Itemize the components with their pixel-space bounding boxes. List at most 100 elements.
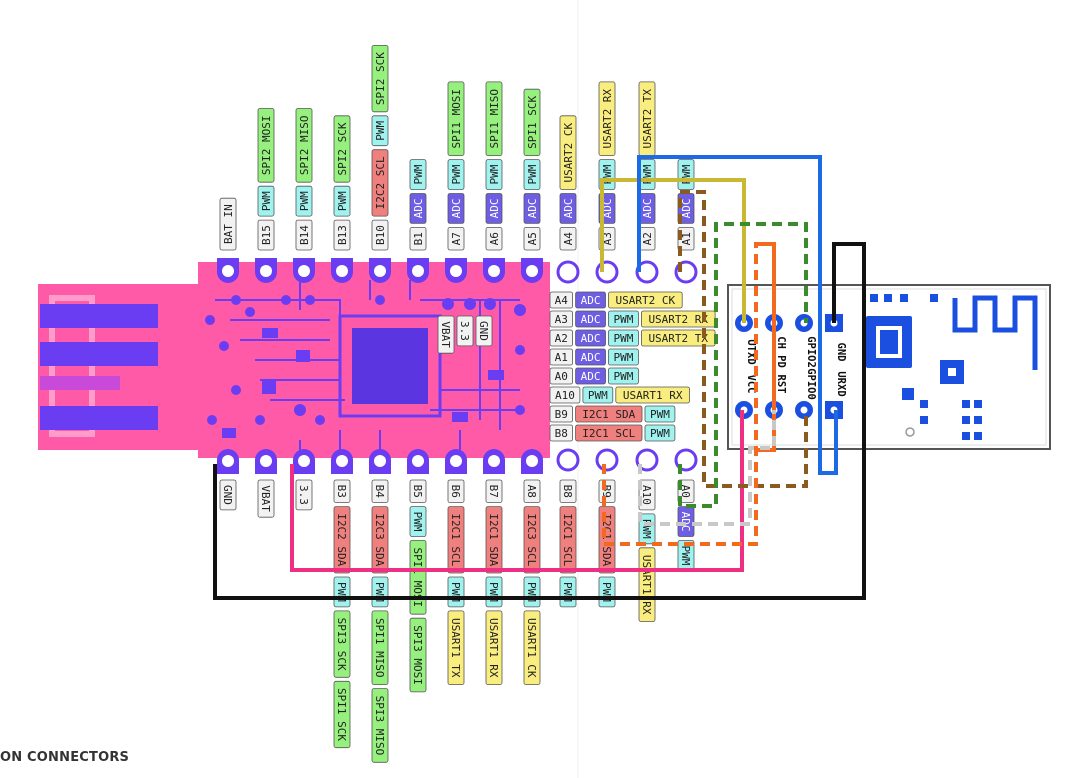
usb-connector [38,284,198,450]
svg-text:B15: B15 [260,225,273,245]
esp-label-gpio0: GPIO0 [805,368,817,400]
svg-text:SPI3 MOSI: SPI3 MOSI [411,625,424,685]
pad-top-b1 [407,258,429,283]
svg-text:USART1 RX: USART1 RX [623,389,683,402]
pad-top-b10 [369,258,391,283]
svg-text:ADC: ADC [450,199,463,219]
svg-text:SPI1 MOSI: SPI1 MOSI [411,548,424,608]
svg-text:A1: A1 [680,232,693,245]
side-pin-name-b9: B9 [549,405,574,423]
pin-tag-b7-usart1-rx: USART1 RX [485,610,503,686]
svg-text:B4: B4 [373,485,386,499]
pin-tag-b7-pwm: PWM [485,576,503,608]
svg-text:ADC: ADC [581,332,601,345]
wire-green-a0-gpio2 [678,222,808,508]
svg-text:USART2 RX: USART2 RX [648,313,708,326]
svg-text:B8: B8 [555,427,568,440]
wire-black-gnd [213,242,866,600]
svg-text:ADC: ADC [601,199,614,219]
svg-text:USART1 TX: USART1 TX [449,618,462,678]
pin-tag-b8-pwm: PWM [559,576,577,608]
svg-text:ADC: ADC [526,199,539,219]
svg-text:PWM: PWM [650,408,670,421]
pin-tag-b4-pwm: PWM [371,576,389,608]
pin-name-top-b13: B13 [333,219,351,251]
pin-tag-b3-spi1-sck: SPI1 SCK [333,680,351,749]
pin-name-bottom-a8: A8 [523,479,541,504]
pin-tag-b7-i2c1-sda: I2C1 SDA [485,506,503,574]
svg-text:USART2 RX: USART2 RX [601,89,614,149]
pin-tag-a4-usart2-ck: USART2 CK [559,115,577,190]
side-pin-tag-b8-i2c1-scl: I2C1 SCL [575,424,643,442]
pin-name-bottom-b7: B7 [485,479,503,504]
svg-text:ADC: ADC [581,294,601,307]
svg-text:A3: A3 [601,232,614,245]
esp-label-ch-pd: CH PD [775,336,787,368]
pin-name-bottom-a10: A10 [638,479,656,511]
svg-text:PWM: PWM [526,164,539,184]
pin-tag-b6-i2c1-scl: I2C1 SCL [447,506,465,574]
pin-tag-a5-adc: ADC [523,193,541,224]
page-caption: ON CONNECTORS [0,750,130,765]
esp-label-urxd: URXD [835,371,847,396]
svg-text:SPI3 SCK: SPI3 SCK [335,618,348,671]
svg-text:A0: A0 [679,485,692,498]
wire-brown-a1-gpio0 [678,190,808,488]
chip-label-gnd: GND [475,315,493,347]
side-pin-tag-a3-adc: ADC [575,310,606,328]
svg-text:PWM: PWM [374,120,387,140]
svg-text:PWM: PWM [679,546,692,566]
svg-text:I2C1 SCL: I2C1 SCL [582,427,635,440]
pin-tag-b5-spi1-mosi: SPI1 MOSI [409,540,427,615]
pin-tag-b6-pwm: PWM [447,576,465,608]
pad-top-a5 [521,258,543,283]
pin-tag-a6-spi1-miso: SPI1 MISO [485,81,503,156]
svg-text:USART2 TX: USART2 TX [641,89,654,149]
side-pin-tag-b9-i2c1-sda: I2C1 SDA [575,405,643,423]
side-pin-name-b8: B8 [549,424,574,442]
side-pin-tag-a3-pwm: PWM [608,310,639,328]
pin-tag-a2-adc: ADC [638,193,656,224]
svg-text:SPI2 MOSI: SPI2 MOSI [260,116,273,176]
pin-tag-b10-pwm: PWM [371,115,389,147]
pad-bottom-b4 [369,449,391,474]
svg-text:I2C1 SCL: I2C1 SCL [561,513,574,566]
side-pin-tag-a2-adc: ADC [575,329,606,347]
pin-tag-b10-spi2-sck: SPI2 SCK [371,45,389,113]
svg-text:PWM: PWM [614,313,634,326]
pin-tag-b4-i2c3-sda: I2C3 SDA [371,506,389,574]
pin-tag-a5-pwm: PWM [523,159,541,190]
wire-blue-a2-urxd [637,155,838,475]
wire-pink-3v3-vcc [290,410,744,572]
pin-tag-b5-pwm: PWM [409,506,427,537]
pin-tag-a0-pwm: PWM [677,540,695,571]
pad-bottom-b8 [556,448,580,472]
svg-text:VBAT: VBAT [259,485,272,512]
pin-name-bottom-b8: B8 [559,479,577,504]
svg-text:PWM: PWM [614,351,634,364]
pin-tag-b3-pwm: PWM [333,576,351,608]
svg-text:ADC: ADC [581,313,601,326]
pin-tag-a8-pwm: PWM [523,576,541,608]
mcu-chip [338,314,442,418]
pin-tag-b13-spi2-sck: SPI2 SCK [333,115,351,183]
svg-text:B5: B5 [411,485,424,498]
pin-name-bottom-b4: B4 [371,479,389,504]
svg-text:B14: B14 [298,225,311,245]
pcb-board [38,262,550,460]
pad-bottom-b3 [331,449,353,474]
pin-tag-a7-pwm: PWM [447,159,465,190]
pin-tag-b6-usart1-tx: USART1 TX [447,610,465,686]
side-pin-name-a3: A3 [549,310,574,328]
svg-text:I2C1 SDA: I2C1 SDA [582,408,635,421]
svg-text:A2: A2 [555,332,568,345]
pin-name-top-b10: B10 [371,219,389,251]
svg-text:A4: A4 [562,232,575,246]
svg-text:PWM: PWM [411,512,424,532]
svg-text:B9: B9 [555,408,568,421]
pin-name-top-a5: A5 [523,226,541,251]
pin-tag-a4-adc: ADC [559,193,577,224]
wire-gray-a10 [638,410,776,526]
svg-text:PWM: PWM [412,164,425,184]
